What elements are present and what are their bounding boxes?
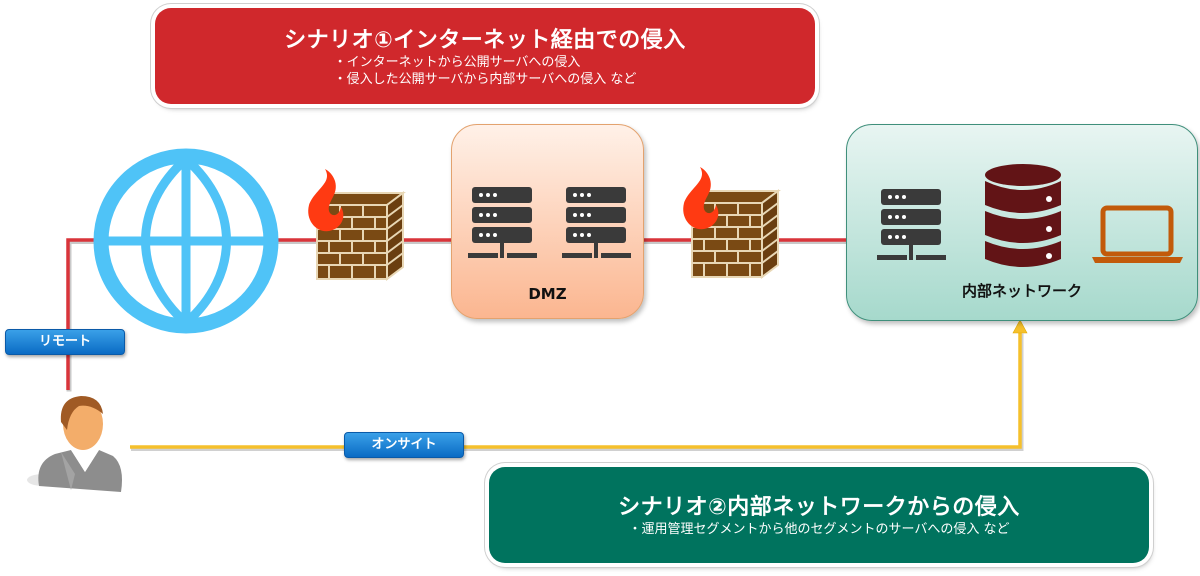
- dmz-zone: DMZ: [451, 124, 644, 319]
- firewall-outer-icon: [308, 169, 406, 281]
- flame-icon: [308, 169, 344, 232]
- server-icon: [468, 187, 537, 258]
- dmz-label: DMZ: [528, 285, 567, 303]
- server-icon: [877, 189, 946, 260]
- remote-tag: リモート: [5, 329, 125, 355]
- database-icon: [985, 164, 1061, 267]
- user-icon: [27, 396, 123, 492]
- laptop-icon: [1092, 205, 1183, 263]
- scenario-1-bullet: ・インターネットから公開サーバへの侵入: [333, 55, 581, 70]
- brick-wall-icon: [689, 189, 781, 279]
- internal-network-zone: 内部ネットワーク: [846, 124, 1198, 321]
- firewall-inner-icon: [683, 167, 781, 279]
- globe-icon: [93, 148, 279, 334]
- scenario-2-banner: シナリオ②内部ネットワークからの侵入 ・運用管理セグメントから他のセグメントのサ…: [489, 467, 1149, 563]
- scenario-1-title: シナリオ①インターネット経由での侵入: [284, 28, 686, 53]
- scenario-2-bullets: ・運用管理セグメントから他のセグメントのサーバへの侵入 など: [489, 521, 1149, 538]
- scenario-1-bullet: ・侵入した公開サーバから内部サーバへの侵入 など: [333, 72, 637, 87]
- scenario-2-bullet: ・運用管理セグメントから他のセグメントのサーバへの侵入 など: [628, 522, 1010, 537]
- onsite-path: [130, 319, 1028, 451]
- scenario-2-title: シナリオ②内部ネットワークからの侵入: [618, 495, 1020, 520]
- brick-wall-icon: [314, 191, 406, 281]
- server-icon: [562, 187, 631, 258]
- internal-network-label: 内部ネットワーク: [961, 282, 1082, 300]
- flame-icon: [683, 167, 719, 230]
- onsite-tag: オンサイト: [344, 432, 464, 458]
- scenario-1-bullets: ・インターネットから公開サーバへの侵入 ・侵入した公開サーバから内部サーバへの侵…: [155, 54, 815, 88]
- arrowhead-icon: [1012, 319, 1028, 334]
- scenario-1-banner: シナリオ①インターネット経由での侵入 ・インターネットから公開サーバへの侵入 ・…: [155, 8, 815, 104]
